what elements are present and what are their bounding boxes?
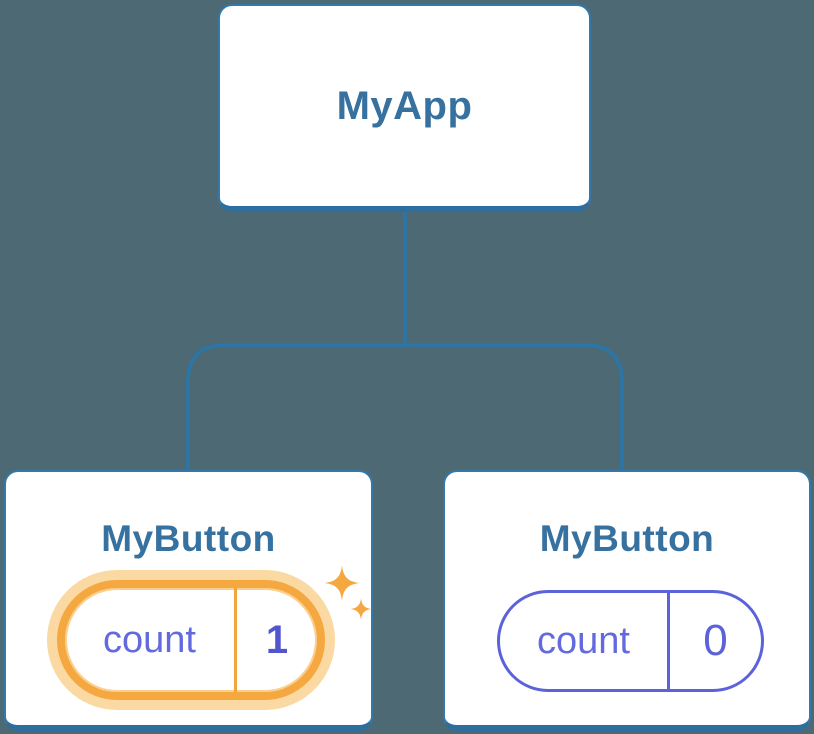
sparkle-small	[350, 598, 372, 620]
state-value: 0	[703, 616, 728, 665]
state-key: count	[500, 593, 670, 689]
node-label: MyButton	[539, 518, 715, 559]
sparkle-icon	[324, 565, 372, 620]
node-label: MyApp	[336, 83, 473, 128]
connector-bracket	[186, 343, 624, 474]
node-myapp: MyApp	[218, 4, 591, 212]
state-value: 1	[265, 617, 289, 662]
sparkle-large	[324, 565, 360, 601]
node-label: MyButton	[101, 518, 276, 559]
node-mybutton-updated: MyButton count 1	[4, 470, 373, 731]
node-mybutton-normal: MyButton count 0	[443, 470, 811, 731]
state-badge-highlighted: count 1	[57, 580, 325, 700]
state-badge: count 0	[497, 590, 764, 692]
state-key: count	[65, 588, 237, 692]
